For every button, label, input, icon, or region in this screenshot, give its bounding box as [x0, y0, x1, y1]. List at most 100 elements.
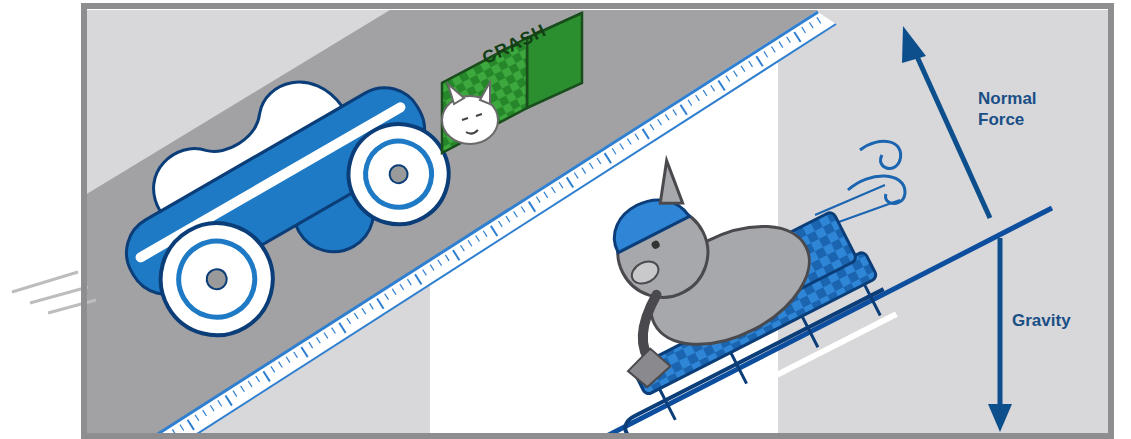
arrow-head [902, 26, 926, 63]
ruler-tick [620, 143, 624, 149]
force-label: Normal Force [978, 88, 1068, 130]
ruler-tick [703, 90, 707, 96]
ruler-tick [650, 124, 654, 130]
ruler-tick [673, 110, 677, 116]
ruler-tick [256, 376, 260, 382]
ruler-tick [461, 245, 465, 251]
pig-ear [644, 161, 687, 212]
ruler-tick [817, 17, 821, 23]
ruler-tick [589, 163, 593, 169]
pig-snout [628, 257, 662, 288]
ruler-tick [643, 129, 649, 139]
ruler-tick [718, 80, 724, 90]
ruler-tick [483, 231, 487, 237]
ruler-tick [392, 289, 396, 295]
wheel-rim [354, 129, 444, 219]
ruler-tick [498, 221, 502, 227]
ruler-tick [354, 313, 358, 319]
ruler-tick [210, 405, 214, 411]
wolf-ears [448, 82, 490, 104]
ruler-tick [764, 51, 768, 57]
wheel-hub [386, 162, 411, 187]
ruler-tick [506, 216, 510, 222]
ruler-tick [476, 236, 480, 242]
ruler-tick [491, 226, 497, 236]
ruler-tick [809, 22, 813, 28]
arrow-head [988, 404, 1012, 432]
ruler-tick [582, 168, 586, 174]
normal-force-arrow [915, 52, 990, 218]
ruler-tick [301, 347, 307, 357]
ruler-tick [559, 182, 563, 188]
ruler-tick [794, 32, 800, 42]
ruler-tick [430, 265, 434, 271]
ruler-tick [612, 148, 616, 154]
ruler-tick [180, 425, 184, 431]
ruler-tick [574, 173, 578, 179]
car-rear-wheel [140, 203, 293, 356]
ruler-tick [294, 352, 298, 358]
ruler-tick [271, 366, 275, 372]
wolf-face [462, 114, 482, 134]
ruler-tick [779, 42, 783, 48]
wind-swirl [848, 176, 905, 204]
ruler-tick [241, 386, 245, 392]
wheel-rim [165, 227, 269, 331]
ruler-tick [696, 95, 700, 101]
ruler-tick [445, 255, 449, 261]
speed-line [48, 300, 96, 313]
ruler-tick [688, 100, 692, 106]
ruler-tick [468, 240, 472, 246]
ruler-tick [529, 202, 535, 212]
ruler-tick [658, 119, 662, 125]
frame [84, 6, 1111, 436]
ruler-tick [453, 250, 459, 260]
ruler-tick [324, 332, 328, 338]
pig-on-sled [525, 99, 897, 439]
speed-line [30, 287, 88, 303]
ruler-tick [233, 391, 237, 397]
ruler-tick [195, 415, 199, 421]
ruler-tick [362, 308, 366, 314]
ruler-tick [680, 105, 686, 115]
wind-swirl [860, 141, 901, 168]
pig-foot [623, 344, 674, 392]
ruler-tick [787, 37, 791, 43]
ruler-tick [741, 66, 745, 72]
ruler-tick [370, 303, 374, 309]
ruler-tick [415, 274, 421, 284]
ruler-tick [635, 134, 639, 140]
ruler-tick [627, 139, 631, 145]
wheel-hub [203, 266, 230, 293]
ruler-tick [218, 400, 222, 406]
ruler-tick [726, 76, 730, 82]
ruler-tick [279, 362, 283, 368]
ruler-tick [248, 381, 252, 387]
ruler-tick [756, 56, 762, 66]
pig-eye [650, 239, 661, 250]
speed-line [12, 272, 78, 292]
ruler-tick [385, 294, 389, 300]
ruler-tick [536, 197, 540, 203]
ruler-tick [407, 279, 411, 285]
ruler-tick [749, 61, 753, 67]
ruler-tick [309, 342, 313, 348]
ruler-tick [521, 206, 525, 212]
ruler-tick [734, 71, 738, 77]
ruler-tick [802, 27, 806, 33]
ruler-tick [263, 371, 269, 381]
ruler-tick [423, 269, 427, 275]
ruler-tick [347, 318, 351, 324]
ruler-tick [711, 85, 715, 91]
ruler-tick [552, 187, 556, 193]
ruler-tick [438, 260, 442, 266]
ruler-tick [332, 328, 336, 334]
ruler-tick [665, 114, 669, 120]
ruler-tick [400, 284, 404, 290]
ruler-tick [316, 337, 320, 343]
ruler-tick [339, 323, 345, 333]
ruler-tick [203, 410, 207, 416]
ruler-tick [605, 153, 611, 163]
toy-car [89, 32, 470, 363]
